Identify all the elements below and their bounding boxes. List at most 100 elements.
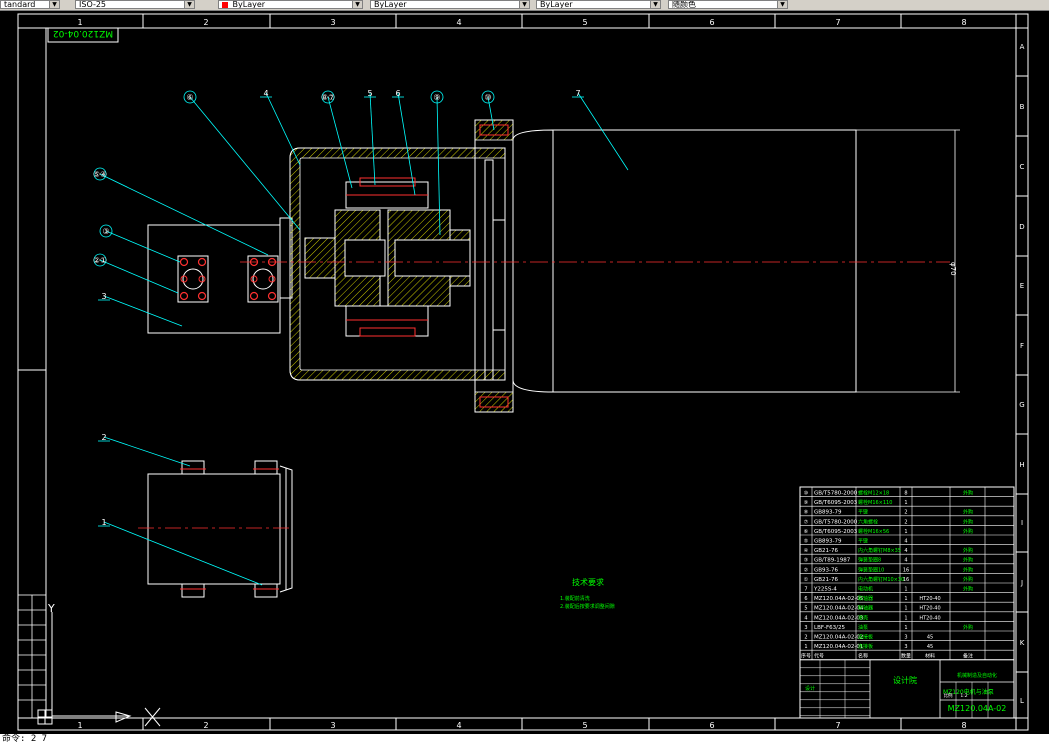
balloon: 3 bbox=[98, 292, 183, 327]
color-dropdown[interactable]: ByLayer ▼ bbox=[218, 0, 363, 9]
grid-label-bottom: 5 bbox=[582, 721, 587, 730]
pump-shaft-bore bbox=[344, 239, 386, 277]
pump-flange-left[interactable] bbox=[177, 255, 209, 303]
grid-label-top: 3 bbox=[330, 18, 335, 27]
bom-cell-name: 罩壳 bbox=[858, 614, 868, 621]
balloon: 2 bbox=[98, 433, 191, 467]
leader-line bbox=[487, 96, 495, 131]
balloon-label: 4 bbox=[263, 89, 268, 98]
title-code-text: MZ120.04-02 bbox=[53, 28, 113, 38]
chevron-down-icon[interactable]: ▼ bbox=[352, 1, 362, 8]
chevron-down-icon[interactable]: ▼ bbox=[777, 1, 787, 8]
rotated-title-code: MZ120.04-02 bbox=[47, 27, 119, 43]
grid-label-right: F bbox=[1020, 342, 1024, 350]
grid-label-right: D bbox=[1019, 223, 1024, 231]
pump-flange-right[interactable] bbox=[247, 255, 279, 303]
bom-cell-name: 螺栓M12×18 bbox=[858, 490, 889, 497]
balloon-label: 3 bbox=[101, 292, 106, 301]
grid-label-right: B bbox=[1020, 103, 1025, 111]
chevron-down-icon[interactable]: ▼ bbox=[49, 1, 59, 8]
grid-label-right: H bbox=[1019, 461, 1024, 469]
bom-cell-name: 连接板 bbox=[858, 643, 873, 650]
bom-cell-qty: 8 bbox=[904, 491, 907, 497]
bom-cell-qty: 4 bbox=[904, 548, 907, 554]
balloon: 4 bbox=[260, 89, 301, 166]
bom-cell-no: ③ bbox=[804, 558, 808, 564]
balloon-label: 2 bbox=[101, 433, 106, 442]
balloon: ⑩ bbox=[481, 90, 495, 131]
chevron-down-icon[interactable]: ▼ bbox=[650, 1, 660, 8]
bom-cell-name: 平键 bbox=[858, 538, 868, 545]
grid-label-right: I bbox=[1021, 519, 1023, 527]
bom-cell-code: GB/T89-1987 bbox=[814, 558, 851, 564]
linetype-dropdown[interactable]: ByLayer ▼ bbox=[370, 0, 530, 9]
bom-cell-code: MZ120.04A-02-04 bbox=[814, 606, 864, 612]
title-part_name: MZ120电机与油泵 bbox=[943, 688, 994, 696]
bom-cell-qty: 3 bbox=[904, 644, 907, 650]
bom-cell-code: GB21-76 bbox=[814, 548, 839, 554]
bom-cell-code: GB/T6095-2003 bbox=[814, 500, 858, 506]
title-drawing_no: MZ120.04A-02 bbox=[948, 704, 1007, 713]
dim-style-value: ISO-25 bbox=[79, 0, 107, 9]
bom-cell-qty: 2 bbox=[904, 519, 907, 525]
balloon-circle bbox=[430, 90, 444, 104]
bom-cell-qty: 1 bbox=[904, 596, 907, 602]
balloon: 1 bbox=[98, 518, 263, 586]
bom-cell-no: 1 bbox=[804, 644, 807, 650]
grid-label-bottom: 8 bbox=[961, 721, 966, 730]
bom-cell-no: ⑤ bbox=[804, 539, 808, 545]
coupling-bolts[interactable] bbox=[345, 177, 429, 337]
bom-cell-no: ⑩ bbox=[804, 491, 809, 497]
bom-cell-qty: 1 bbox=[904, 500, 907, 506]
balloon-circle bbox=[183, 90, 197, 104]
balloon: ⑤④ bbox=[93, 167, 269, 256]
pump-body[interactable] bbox=[147, 224, 281, 334]
grid-label-top: 8 bbox=[961, 18, 966, 27]
chevron-down-icon[interactable]: ▼ bbox=[184, 1, 194, 8]
balloon-circle bbox=[99, 224, 113, 238]
chevron-down-icon[interactable]: ▼ bbox=[519, 1, 529, 8]
color-swatch-icon bbox=[222, 1, 228, 8]
grid-label-top: 4 bbox=[456, 18, 461, 27]
balloon: ⑧⑦ bbox=[321, 90, 353, 189]
bom-cell-no: ④ bbox=[804, 548, 809, 554]
leader-line bbox=[99, 259, 179, 294]
balloon-label: 6 bbox=[395, 89, 400, 98]
leader-line bbox=[99, 173, 269, 256]
coupling-half-motor[interactable] bbox=[387, 209, 471, 307]
grid-label-right: K bbox=[1020, 639, 1025, 647]
main-assembly-view[interactable]: φ70 bbox=[147, 119, 960, 413]
plotstyle-dropdown[interactable]: 随颜色 ▼ bbox=[668, 0, 788, 9]
leader-line bbox=[436, 96, 441, 236]
balloon-label: ②① bbox=[93, 256, 107, 265]
bom-cell-mat: HT20-40 bbox=[919, 596, 940, 602]
technical-requirements: 技术要求 1.装配前清洗 2.装配后按要求调整间隙 bbox=[560, 577, 615, 610]
text-style-dropdown[interactable]: tandard ▼ bbox=[0, 0, 60, 9]
dim-style-dropdown[interactable]: ISO-25 ▼ bbox=[75, 0, 195, 9]
leader-line bbox=[265, 92, 301, 166]
title-stamp: 设计院 bbox=[893, 675, 917, 685]
command-line[interactable]: 命令: 2 7 bbox=[0, 734, 1049, 745]
bom-cell-note: 外购 bbox=[963, 624, 973, 631]
bom-cell-no: 7 bbox=[804, 587, 807, 593]
motor[interactable] bbox=[512, 129, 857, 393]
bom-cell-code: GB93-76 bbox=[814, 567, 839, 573]
balloon-circle bbox=[93, 167, 107, 181]
title-designer: 设计 bbox=[805, 685, 815, 692]
grid-label-top: 5 bbox=[582, 18, 587, 27]
bom-cell-no: ① bbox=[804, 577, 809, 583]
side-view[interactable] bbox=[138, 460, 293, 598]
balloon-label: ⑥ bbox=[186, 93, 193, 102]
ucs-icon: Y bbox=[37, 602, 161, 727]
bom-cell-name: 弹簧垫圈8 bbox=[858, 557, 881, 564]
bom-cell-qty: 3 bbox=[904, 635, 907, 641]
bom-cell-qty: 4 bbox=[904, 539, 907, 545]
bom-cell-no: ⑧ bbox=[804, 510, 809, 516]
lineweight-dropdown[interactable]: ByLayer ▼ bbox=[536, 0, 661, 9]
bom-cell-note: 外购 bbox=[963, 509, 973, 516]
balloon: ③ bbox=[99, 224, 181, 263]
